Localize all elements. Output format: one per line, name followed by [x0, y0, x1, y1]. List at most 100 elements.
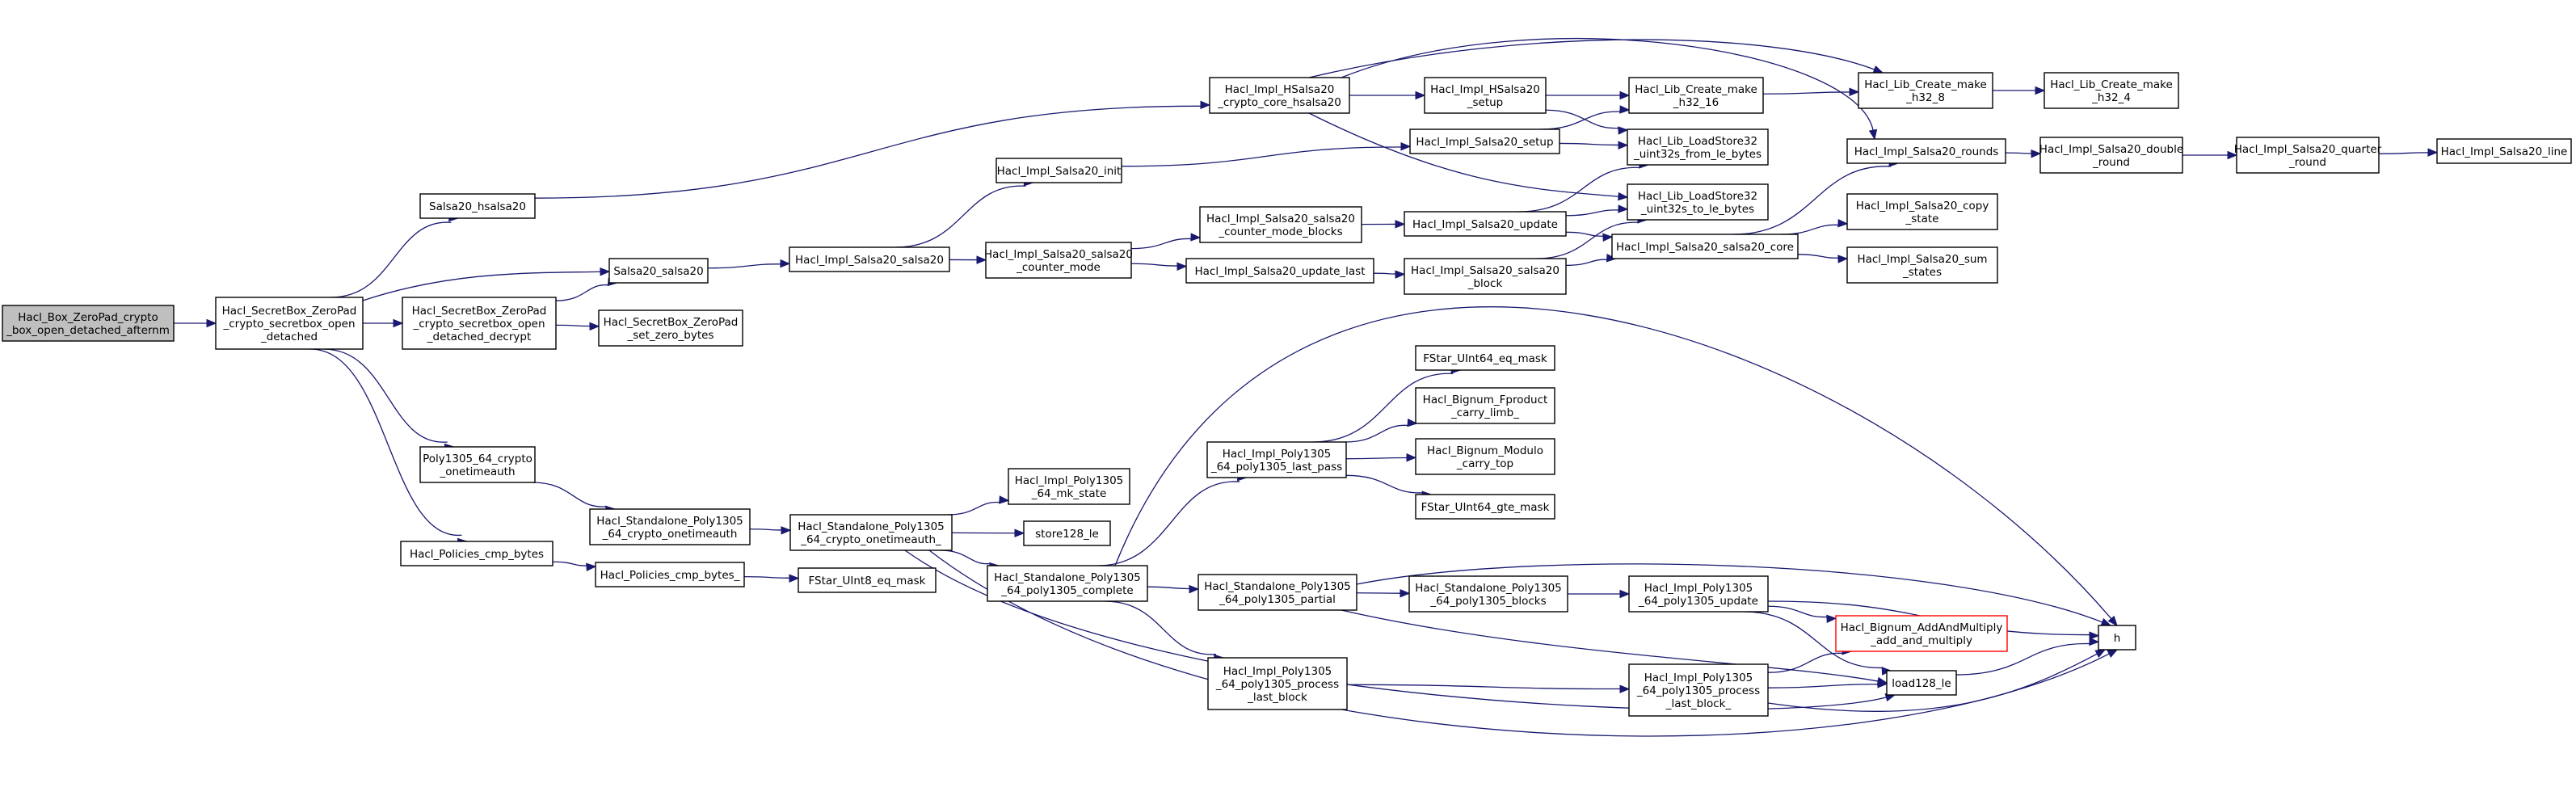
node-isinit[interactable]: Hacl_Impl_Salsa20_init [995, 158, 1122, 183]
node-mkstate[interactable]: Hacl_Impl_Poly1305_64_mk_state [1008, 468, 1130, 505]
node-label: Hacl_Impl_Salsa20_update [1412, 218, 1558, 231]
node-label: load128_le [1892, 677, 1951, 690]
edge-line [743, 575, 791, 579]
node-box [215, 297, 364, 350]
node-is_update[interactable]: Hacl_Impl_Salsa20_update [1404, 211, 1567, 237]
node-u64gte[interactable]: FStar_UInt64_gte_mask [1415, 494, 1555, 520]
node-std_ota_[interactable]: Hacl_Standalone_Poly1305_64_crypto_oneti… [789, 514, 953, 551]
node-szb[interactable]: Hacl_SecretBox_ZeroPad_set_zero_bytes [598, 309, 743, 347]
node-lastpass[interactable]: Hacl_Impl_Poly1305_64_poly1305_last_pass [1206, 441, 1347, 478]
node-poly_ota[interactable]: Poly1305_64_crypto_onetimeauth [419, 446, 536, 483]
edge-arrowhead [1415, 91, 1426, 100]
node-qround[interactable]: Hacl_Impl_Salsa20_quarter_round [2234, 137, 2382, 174]
edge-line [894, 185, 1026, 248]
edge-arrowhead [1619, 91, 1631, 100]
node-sbod[interactable]: Hacl_SecretBox_ZeroPad_crypto_secretbox_… [215, 297, 364, 350]
node-mk4[interactable]: Hacl_Lib_Create_make_h32_4 [2044, 72, 2179, 109]
edge-partial-to-load128 [1341, 609, 1888, 686]
edge-arrowhead [2031, 149, 2042, 158]
edge-line [1565, 259, 1608, 267]
node-plb[interactable]: Hacl_Impl_Poly1305_64_poly1305_process_l… [1207, 657, 1348, 710]
node-core[interactable]: Hacl_Impl_Salsa20_salsa20_core [1611, 234, 1799, 259]
edge-qround-to-line [2378, 148, 2439, 157]
node-label: Hacl_Lib_LoadStore32 [1638, 190, 1757, 203]
node-box [1404, 211, 1567, 237]
node-dround[interactable]: Hacl_Impl_Salsa20_double_round [2039, 137, 2183, 174]
node-sbodd[interactable]: Hacl_SecretBox_ZeroPad_crypto_secretbox_… [402, 297, 557, 350]
edge-arrowhead [1872, 65, 1884, 74]
edge-line [362, 271, 602, 301]
node-addmul[interactable]: Hacl_Bignum_AddAndMultiply_add_and_multi… [1835, 615, 2008, 652]
node-std_ota[interactable]: Hacl_Standalone_Poly1305_64_crypto_oneti… [589, 508, 751, 545]
edge-arrowhead [1826, 614, 1837, 624]
node-u64eq[interactable]: FStar_UInt64_eq_mask [1415, 345, 1555, 371]
node-label: _64_poly1305_complete [1000, 584, 1133, 597]
edge-line [323, 348, 448, 443]
edge-isinit-to-is_setup [1121, 142, 1412, 167]
node-label: Hacl_Impl_Salsa20_rounds [1854, 145, 1999, 158]
edge-arrowhead [1176, 262, 1188, 271]
node-box [1846, 246, 1998, 284]
edge-line [1559, 142, 1620, 146]
node-label: store128_le [1035, 528, 1099, 541]
node-label: Hacl_Lib_Create_make [1635, 83, 1757, 96]
edge-sbod-to-salsa [362, 267, 611, 301]
node-isalsa[interactable]: Hacl_Impl_Salsa20_salsa20 [789, 246, 950, 272]
node-label: _detached_decrypt [427, 331, 532, 343]
node-ls_to[interactable]: Hacl_Lib_LoadStore32_uint32s_to_le_bytes [1627, 183, 1769, 221]
node-box [1409, 128, 1560, 154]
node-label: Salsa20_hsalsa20 [429, 200, 526, 213]
node-ls_from[interactable]: Hacl_Lib_LoadStore32_uint32s_from_le_byt… [1627, 128, 1769, 166]
edge-arrowhead [999, 495, 1010, 504]
node-cmp_[interactable]: Hacl_Policies_cmp_bytes_ [595, 562, 745, 587]
node-is_setup[interactable]: Hacl_Impl_Salsa20_setup [1409, 128, 1560, 154]
node-icmb[interactable]: Hacl_Impl_Salsa20_salsa20_counter_mode_b… [1199, 206, 1362, 243]
edge-arrowhead [1849, 87, 1860, 96]
node-ihs[interactable]: Hacl_Impl_HSalsa20_crypto_core_hsalsa20 [1209, 77, 1350, 114]
node-icm[interactable]: Hacl_Impl_Salsa20_salsa20_counter_mode [984, 242, 1133, 279]
node-label: _h32_8 [1905, 91, 1945, 104]
node-store128[interactable]: store128_le [1023, 520, 1111, 546]
edge-plb-to-plb_ [1346, 684, 1631, 693]
edge-arrowhead [1407, 418, 1418, 427]
node-box [985, 242, 1132, 279]
node-rounds[interactable]: Hacl_Impl_Salsa20_rounds [1846, 138, 2006, 164]
node-line[interactable]: Hacl_Impl_Salsa20_line [2436, 138, 2572, 164]
node-salsa[interactable]: Salsa20_salsa20 [608, 258, 709, 284]
node-complete[interactable]: Hacl_Standalone_Poly1305_64_poly1305_com… [987, 565, 1148, 602]
node-label: _64_poly1305_process [1636, 684, 1760, 697]
node-root[interactable]: Hacl_Box_ZeroPad_crypto_box_open_detache… [2, 305, 175, 342]
node-fprod[interactable]: Hacl_Bignum_Fproduct_carry_limb_ [1415, 387, 1555, 424]
node-mk8[interactable]: Hacl_Lib_Create_make_h32_8 [1858, 72, 1993, 109]
node-plb_[interactable]: Hacl_Impl_Poly1305_64_poly1305_process_l… [1628, 663, 1769, 717]
node-label: _round [2092, 156, 2130, 169]
node-mk16[interactable]: Hacl_Lib_Create_make_h32_16 [1628, 77, 1764, 114]
edge-salsa-to-isalsa [707, 259, 791, 269]
node-hsalsa[interactable]: Salsa20_hsalsa20 [419, 193, 536, 219]
node-label: Hacl_Impl_Salsa20_quarter [2234, 143, 2382, 156]
node-u8eq[interactable]: FStar_UInt8_eq_mask [798, 567, 937, 593]
node-load128[interactable]: load128_le [1886, 670, 1957, 696]
node-h[interactable]: h [2098, 625, 2136, 651]
node-cmp[interactable]: Hacl_Policies_cmp_bytes [400, 541, 554, 566]
edge-line [1797, 254, 1840, 259]
node-partial[interactable]: Hacl_Standalone_Poly1305_64_poly1305_par… [1198, 574, 1357, 611]
node-modulo[interactable]: Hacl_Bignum_Modulo_carry_top [1415, 438, 1555, 475]
node-is_block[interactable]: Hacl_Impl_Salsa20_salsa20_block [1404, 258, 1567, 295]
edge-line [1097, 481, 1240, 566]
node-label: Hacl_SecretBox_ZeroPad [604, 316, 739, 329]
node-blocks[interactable]: Hacl_Standalone_Poly1305_64_poly1305_blo… [1408, 575, 1568, 613]
node-copy[interactable]: Hacl_Impl_Salsa20_copy_state [1846, 193, 1998, 230]
node-ihs_setup[interactable]: Hacl_Impl_HSalsa20_setup [1424, 77, 1547, 114]
edge-arrowhead [393, 318, 404, 328]
edge-arrowhead [589, 322, 600, 331]
node-label: _64_mk_state [1031, 487, 1107, 500]
edge-arrowhead [1406, 453, 1417, 462]
edge-isalsa-to-icm [949, 255, 987, 264]
node-sum[interactable]: Hacl_Impl_Salsa20_sum_states [1846, 246, 1998, 284]
edge-arrowhead [1618, 192, 1629, 201]
edge-arrowhead [1400, 589, 1411, 598]
node-iupdlast[interactable]: Hacl_Impl_Salsa20_update_last [1185, 258, 1374, 284]
edge-line [1341, 609, 1879, 682]
node-pupdate[interactable]: Hacl_Impl_Poly1305_64_poly1305_update [1628, 575, 1769, 613]
